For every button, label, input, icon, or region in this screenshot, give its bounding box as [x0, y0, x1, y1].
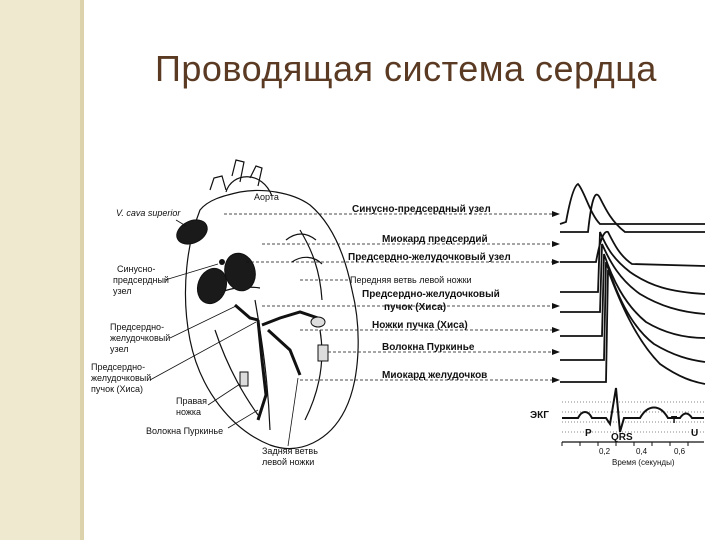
- label-bundle-2: желудочковый: [91, 373, 151, 383]
- vena-cava-opening: [176, 219, 208, 245]
- slide-title: Проводящая система сердца: [155, 48, 657, 89]
- ap-label-anterior-branch: Передняя ветвь левой ножки: [350, 275, 472, 285]
- ecg-p-wave: P: [585, 428, 592, 439]
- label-vena-cava: V. cava superior: [116, 208, 181, 218]
- label-av-node-1: Предсердно-: [110, 322, 164, 332]
- label-sa-node-3: узел: [113, 286, 131, 296]
- label-post-branch-1: Задняя ветвь: [262, 446, 318, 456]
- ecg-qrs: QRS: [611, 432, 633, 443]
- label-post-branch-2: левой ножки: [262, 457, 314, 467]
- purkinje-end-right: [239, 371, 249, 387]
- ecg-tick-2: 0,4: [636, 447, 648, 456]
- ap-label-atrial-myocardium: Миокард предсердий: [382, 234, 488, 245]
- label-av-node-3: узел: [110, 344, 128, 354]
- ecg-axis-label: Время (секунды): [612, 458, 675, 467]
- ap-label-ventricular-myocardium: Миокард желудочков: [382, 370, 487, 381]
- ecg-tick-3: 0,6: [674, 447, 686, 456]
- bundle-end: [310, 316, 326, 328]
- label-av-node-2: желудочковый: [110, 333, 170, 343]
- label-right-branch-1: Правая: [176, 396, 207, 406]
- ap-label-bundle-branches: Ножки пучка (Хиса): [372, 320, 468, 331]
- decorative-side-line: [80, 0, 84, 540]
- ecg-u-wave: U: [691, 428, 698, 439]
- ecg-trace: [562, 387, 704, 433]
- action-potential-curves: [559, 182, 706, 385]
- ecg-panel: ЭКГ P QRS T U 0,2 0,4 0,6 Время (секунды…: [530, 387, 704, 467]
- heart-drawing: [184, 159, 359, 450]
- sa-node-dot: [219, 259, 225, 265]
- arrowheads: [552, 211, 560, 383]
- ap-label-purkinje: Волокна Пуркинье: [382, 342, 475, 353]
- label-sa-node-1: Синусно-: [117, 264, 155, 274]
- label-purkinje-left: Волокна Пуркинье: [146, 426, 223, 436]
- ap-label-bundle-2: пучок (Хиса): [384, 302, 446, 313]
- decorative-side-band: [0, 0, 80, 540]
- label-aorta: Аорта: [254, 192, 279, 202]
- right-atrium-opening: [196, 267, 228, 305]
- ecg-tick-1: 0,2: [599, 447, 611, 456]
- ecg-t-wave: T: [671, 415, 677, 426]
- conduction-pathway: [234, 303, 319, 421]
- label-sa-node-2: предсердный: [113, 275, 169, 285]
- ap-label-bundle-1: Предсердно-желудочковый: [362, 289, 500, 300]
- ap-label-av-node: Предсердно-желудочковый узел: [348, 252, 511, 263]
- leader-lines: [224, 213, 556, 381]
- label-bundle-1: Предсердно-: [91, 362, 145, 372]
- label-right-branch-2: ножка: [176, 407, 201, 417]
- purkinje-end-left: [317, 344, 329, 362]
- ap-label-sa-node: Синусно-предсердный узел: [352, 204, 491, 215]
- label-bundle-3: пучок (Хиса): [91, 384, 143, 394]
- left-atrium-opening: [224, 252, 256, 292]
- ecg-label: ЭКГ: [530, 410, 549, 421]
